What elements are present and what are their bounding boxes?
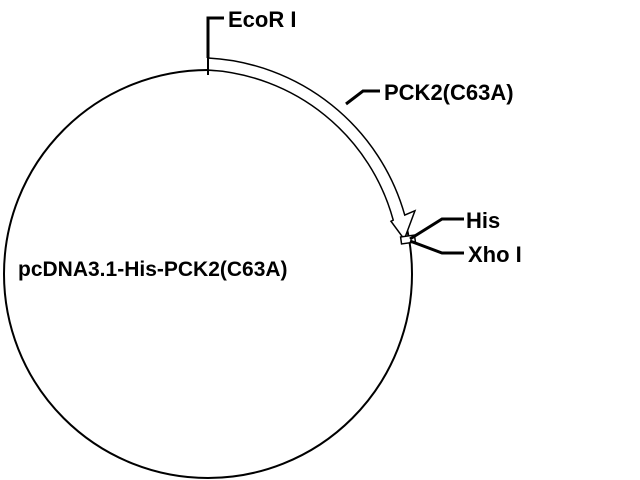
plasmid-name-label: pcDNA3.1-His-PCK2(C63A): [18, 258, 288, 281]
insert-arrow: [207, 57, 417, 241]
xhoi-leader-line: [409, 239, 464, 255]
insert-label: PCK2(C63A): [384, 80, 514, 105]
his-leader-line: [409, 217, 464, 241]
ecori-site-label: EcoR I: [228, 7, 296, 32]
insert-leader-line: [345, 89, 380, 106]
xhoi-site-label: Xho I: [468, 242, 522, 267]
ecori-leader-line: [206, 16, 224, 58]
his-site-label: His: [466, 208, 500, 233]
